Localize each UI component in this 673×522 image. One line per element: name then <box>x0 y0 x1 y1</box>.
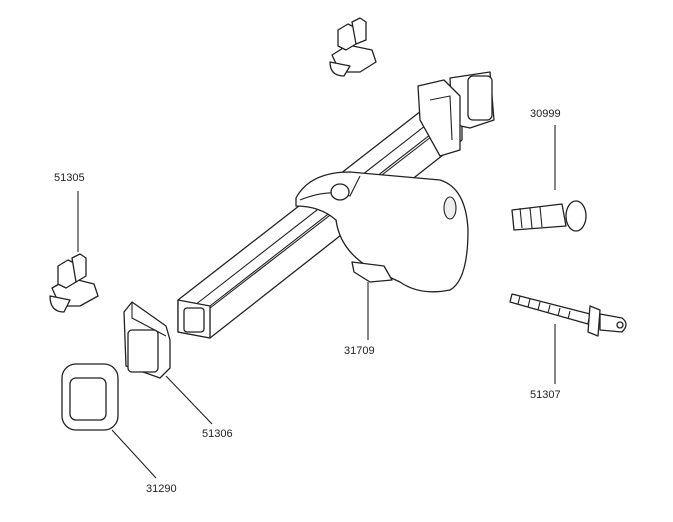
left-clip-drawing <box>49 253 99 313</box>
part-label-31290: 31290 <box>146 483 177 495</box>
bracket-drawing <box>123 301 171 379</box>
pin-drawing <box>511 200 587 232</box>
part-label-31709: 31709 <box>344 345 375 357</box>
part-label-30999: 30999 <box>530 108 561 120</box>
end-cap-drawing <box>61 363 119 431</box>
part-label-51307: 51307 <box>530 389 561 401</box>
part-label-51306: 51306 <box>202 428 233 440</box>
handle-housing-drawing <box>295 171 469 293</box>
crossbar-drawing <box>177 103 463 339</box>
top-clip-drawing <box>329 17 377 77</box>
bolt-drawing <box>509 293 627 337</box>
leader-lines <box>77 125 556 479</box>
part-label-51305: 51305 <box>54 172 85 184</box>
far-end-bracket-drawing <box>417 71 495 157</box>
